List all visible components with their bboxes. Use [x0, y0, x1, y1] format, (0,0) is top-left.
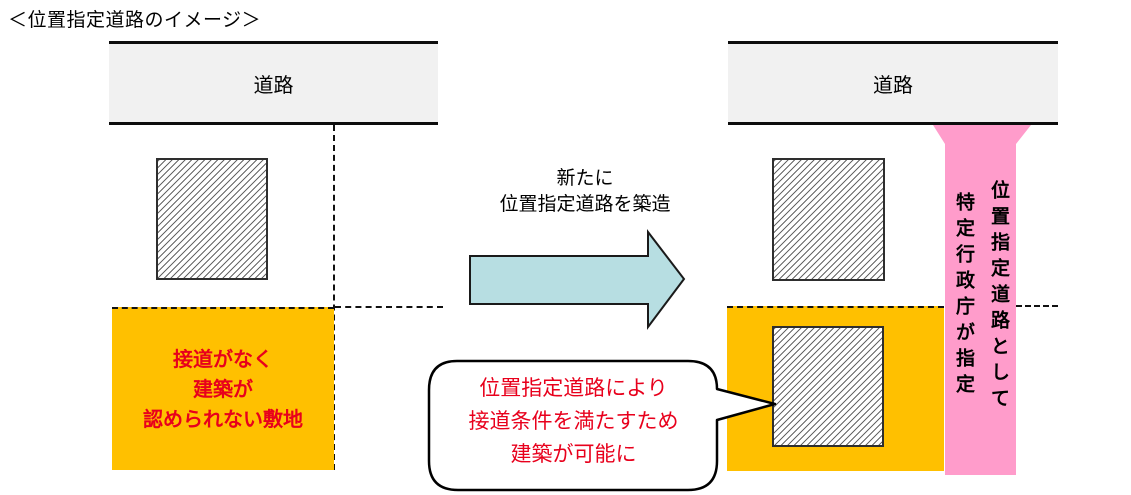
right-boundary-dashed-line-horizontal	[1016, 305, 1058, 307]
left-boundary-dashed-line-horizontal	[335, 306, 443, 308]
left-boundary-dashed-line-vertical	[333, 125, 335, 470]
right-upper-building-hatched-square	[772, 158, 885, 281]
left-site-note-line: 接道がなく	[173, 348, 273, 371]
designation-vertical-text: 位置指定道路として 特定行政庁が指定	[944, 180, 1016, 414]
page-title: ＜位置指定道路のイメージ＞	[8, 10, 262, 31]
designation-vertical-text-column: 位置指定道路として	[988, 180, 1009, 414]
left-site-note-line: 認められない敷地	[143, 408, 303, 431]
callout-text-line: 建築が可能に	[510, 443, 637, 466]
callout-text-line: 位置指定道路により	[479, 377, 668, 400]
right-arrow-shape	[469, 229, 686, 330]
callout-text-line: 接道条件を満たすため	[468, 410, 679, 433]
left-road-label: 道路	[253, 74, 294, 97]
left-road-bar: 道路	[109, 41, 438, 125]
left-site-note-line: 建築が	[193, 378, 253, 401]
left-building-hatched-square	[156, 158, 268, 280]
right-road-bar: 道路	[728, 41, 1058, 125]
right-road-label: 道路	[873, 74, 913, 97]
callout-text: 位置指定道路により 接道条件を満たすため 建築が可能に	[430, 372, 717, 471]
transition-caption-line: 新たに	[556, 168, 614, 189]
designation-vertical-text-column: 特定行政庁が指定	[953, 192, 974, 400]
transition-caption-line: 位置指定道路を築造	[499, 194, 671, 215]
right-lower-building-hatched-square	[772, 326, 884, 447]
left-landlocked-site-area: 接道がなく 建築が 認められない敷地	[112, 307, 334, 470]
transition-caption: 新たに 位置指定道路を築造	[440, 166, 730, 218]
